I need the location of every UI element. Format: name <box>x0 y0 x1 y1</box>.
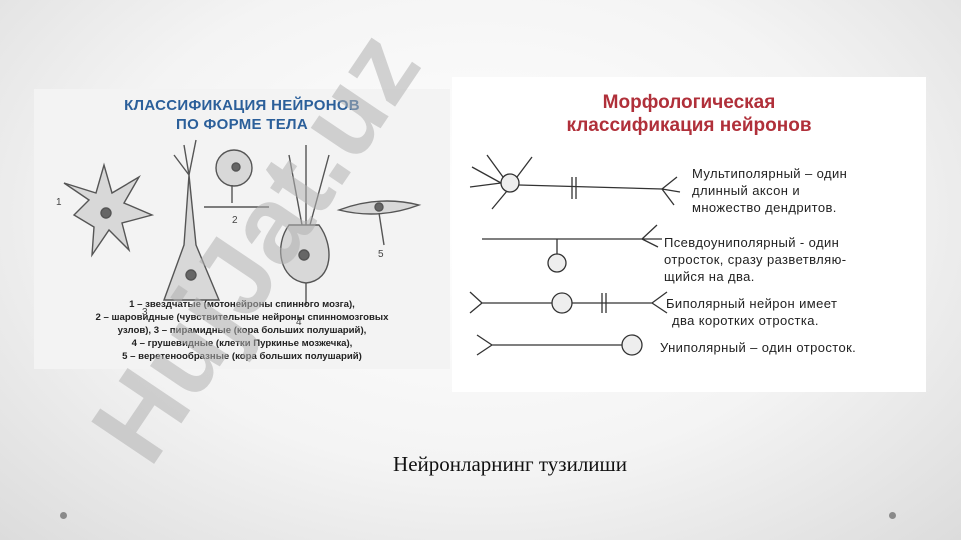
morph-title-line2: классификация нейронов <box>566 115 812 136</box>
bipolar-line1: Биполярный нейрон имеет <box>666 296 838 311</box>
bipolar-line2: два коротких отростка. <box>672 313 819 328</box>
multipolar-line3: множество дендритов. <box>692 200 837 215</box>
figure-caption-3: узлов), 3 – пирамидные (кора больших пол… <box>117 325 367 336</box>
pseudo-line3: щийся на два. <box>664 269 755 284</box>
label-4: 4 <box>296 317 302 328</box>
type-unipolar: Униполярный – один отросток. <box>660 339 856 356</box>
figure-caption-1: 1 – звездчатые (мотонейроны спинного моз… <box>129 299 355 310</box>
pseudo-line1: Псевдоуниполярный - один <box>664 235 840 250</box>
label-5: 5 <box>378 249 384 260</box>
pseudo-line2: отросток, сразу разветвляю- <box>664 252 847 267</box>
figure-title-line2: ПО ФОРМЕ ТЕЛА <box>176 116 308 133</box>
nav-dot-right <box>889 512 896 519</box>
label-3: 3 <box>142 307 148 318</box>
label-2: 2 <box>232 215 238 226</box>
neuron-types-drawing <box>469 154 681 356</box>
nav-dot-left <box>60 512 67 519</box>
type-multipolar: Мультиполярный – один длинный аксон и мн… <box>692 165 847 216</box>
figure-title-line1: КЛАССИФИКАЦИЯ НЕЙРОНОВ <box>124 97 360 114</box>
morph-title-line1: Морфологическая <box>602 92 776 113</box>
morphology-figure: Морфологическая классификация нейронов М… <box>452 77 926 392</box>
figure-caption-5: 5 – веретенообразные (кора больших полуш… <box>122 351 362 362</box>
type-bipolar: Биполярный нейрон имеет два коротких отр… <box>666 295 837 329</box>
figure-caption-2: 2 – шаровидные (чувствительные нейроны с… <box>95 312 389 323</box>
type-pseudounipolar: Псевдоуниполярный - один отросток, сразу… <box>664 234 846 285</box>
slide-caption: Нейронларнинг тузилиши <box>393 452 627 476</box>
unipolar-line1: Униполярный – один отросток. <box>660 340 857 355</box>
neuron-shapes-drawing: 1 2 3 4 5 <box>56 139 422 328</box>
neuron-shape-figure: КЛАССИФИКАЦИЯ НЕЙРОНОВ ПО ФОРМЕ ТЕЛА 1 <box>34 89 450 369</box>
multipolar-line1: Мультиполярный – один <box>692 166 848 181</box>
figure-caption-4: 4 – грушевидные (клетки Пуркинье мозжечк… <box>131 338 353 349</box>
label-1: 1 <box>56 197 62 208</box>
multipolar-line2: длинный аксон и <box>692 183 801 198</box>
